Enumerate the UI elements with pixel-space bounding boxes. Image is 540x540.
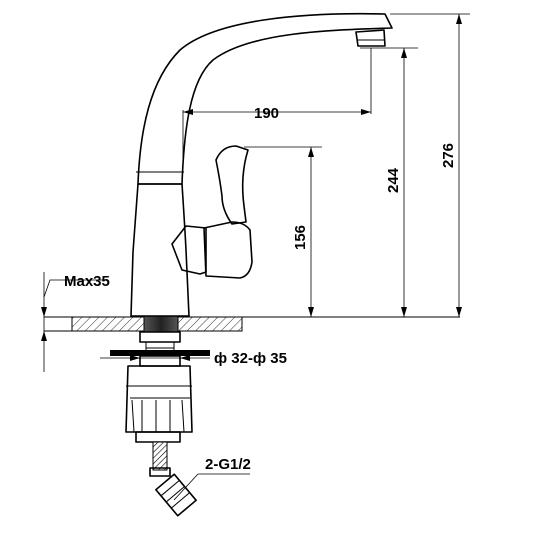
hole-diameter-label: ф 32-ф 35: [214, 350, 287, 367]
dimension-spout-height: 244: [360, 47, 418, 317]
dimension-handle-height: 156: [244, 146, 322, 317]
spout-reach-label: 190: [254, 105, 279, 122]
lever-handle: [171, 145, 253, 279]
total-height-label: 276: [440, 143, 457, 168]
under-counter-assembly: [110, 331, 210, 443]
dimension-hole-diameter: ф 32-ф 35: [100, 350, 287, 367]
dimension-spout-reach: 190: [182, 48, 372, 170]
max-countertop-label: Max35: [64, 273, 110, 290]
faucet-body: [130, 183, 190, 317]
connection-label: 2-G1/2: [205, 456, 251, 473]
dimension-total-height: 276: [390, 13, 470, 317]
dimension-max-countertop: Max35: [41, 272, 110, 372]
countertop: [44, 316, 460, 332]
spout: [136, 12, 393, 185]
handle-height-label: 156: [292, 225, 309, 250]
connection-callout: 2-G1/2: [173, 456, 251, 501]
braided-hose: [149, 441, 197, 517]
mounting-nut: [143, 315, 179, 333]
spout-height-label: 244: [385, 167, 402, 193]
